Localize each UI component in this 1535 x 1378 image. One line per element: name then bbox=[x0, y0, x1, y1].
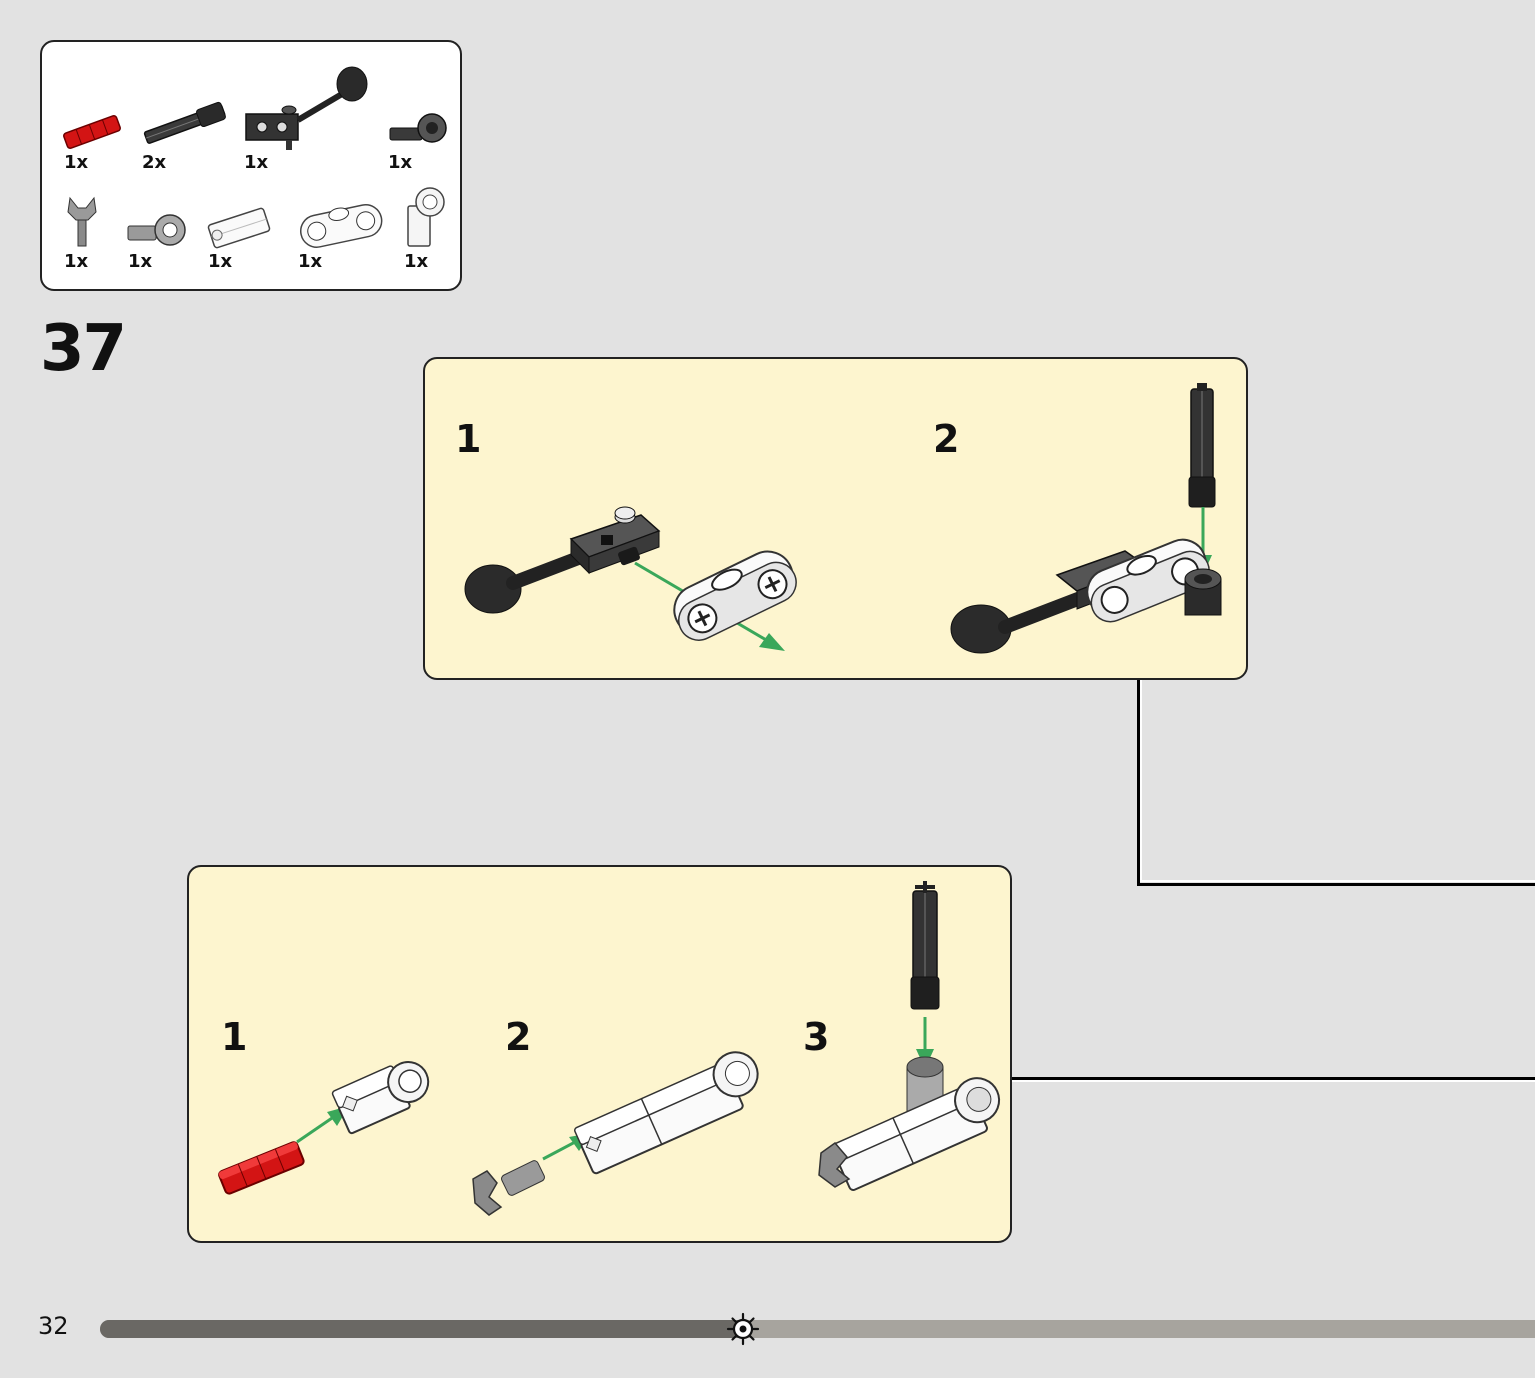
build-illustration bbox=[472, 1051, 759, 1216]
progress-bar-fill bbox=[100, 1320, 743, 1338]
white-angle-connector-part bbox=[331, 1061, 430, 1135]
substep-label: 2 bbox=[933, 417, 960, 461]
gray-claw-part bbox=[472, 1160, 545, 1216]
subassembly-panel-bottom: 1 2 3 bbox=[187, 865, 1012, 1243]
white-axle-connector-icon bbox=[207, 207, 271, 249]
dark-axle-part bbox=[1188, 383, 1216, 508]
gray-claw-part bbox=[818, 1141, 851, 1188]
gray-claw-icon bbox=[67, 196, 97, 247]
white-double-connector-part bbox=[673, 550, 797, 641]
substep-label: 2 bbox=[505, 1015, 532, 1059]
white-connector-assembly bbox=[574, 1051, 759, 1175]
part-quantity: 1x bbox=[388, 152, 413, 173]
connector-line-highlight bbox=[1142, 880, 1535, 882]
green-arrowhead bbox=[759, 633, 785, 651]
progress-bar bbox=[100, 1320, 1535, 1338]
green-arrow bbox=[296, 1114, 336, 1144]
subassembly-panel-top: 1 2 bbox=[423, 357, 1248, 680]
part-quantity: 1x bbox=[64, 152, 89, 173]
green-arrow bbox=[542, 1139, 578, 1161]
dark-pin-connector-part bbox=[1184, 568, 1222, 616]
connector-line-horizontal-top bbox=[1137, 883, 1535, 886]
part-quantity: 1x bbox=[128, 251, 153, 272]
red-axle-connector-icon bbox=[63, 115, 121, 149]
connector-line-highlight bbox=[1140, 680, 1142, 882]
red-axle-connector-part bbox=[218, 1141, 305, 1195]
part-quantity: 1x bbox=[404, 251, 429, 272]
part-quantity: 1x bbox=[208, 251, 233, 272]
build-illustration bbox=[464, 506, 797, 651]
substep-label: 1 bbox=[221, 1015, 248, 1059]
progress-gear-icon bbox=[726, 1312, 760, 1346]
dark-axle-icon bbox=[143, 101, 226, 144]
part-quantity: 2x bbox=[142, 152, 167, 173]
white-double-connector-icon bbox=[300, 204, 383, 248]
dark-axle-pin-connector-icon bbox=[389, 113, 447, 143]
substep-label: 1 bbox=[455, 417, 482, 461]
gray-pin-connector-icon bbox=[127, 214, 186, 246]
white-double-connector-part bbox=[1086, 538, 1210, 623]
build-illustration bbox=[818, 881, 1001, 1191]
connector-line-vertical bbox=[1137, 680, 1140, 886]
build-illustration bbox=[950, 383, 1222, 654]
stick-with-disc-icon bbox=[245, 66, 368, 150]
part-quantity: 1x bbox=[244, 152, 269, 173]
part-quantity: 1x bbox=[64, 251, 89, 272]
connector-line-highlight bbox=[1012, 1080, 1535, 1082]
part-quantity: 1x bbox=[298, 251, 323, 272]
page-number: 32 bbox=[38, 1312, 69, 1340]
build-illustration bbox=[218, 1061, 430, 1195]
white-angle-connector-icon bbox=[407, 187, 445, 247]
parts-list: 1x 2x 1x 1x bbox=[40, 40, 462, 291]
substep-label: 3 bbox=[803, 1015, 830, 1059]
connector-line-horizontal-bottom bbox=[1012, 1077, 1535, 1080]
step-number: 37 bbox=[40, 312, 127, 386]
dark-axle-part bbox=[910, 881, 940, 1010]
black-connector-part bbox=[569, 506, 661, 575]
